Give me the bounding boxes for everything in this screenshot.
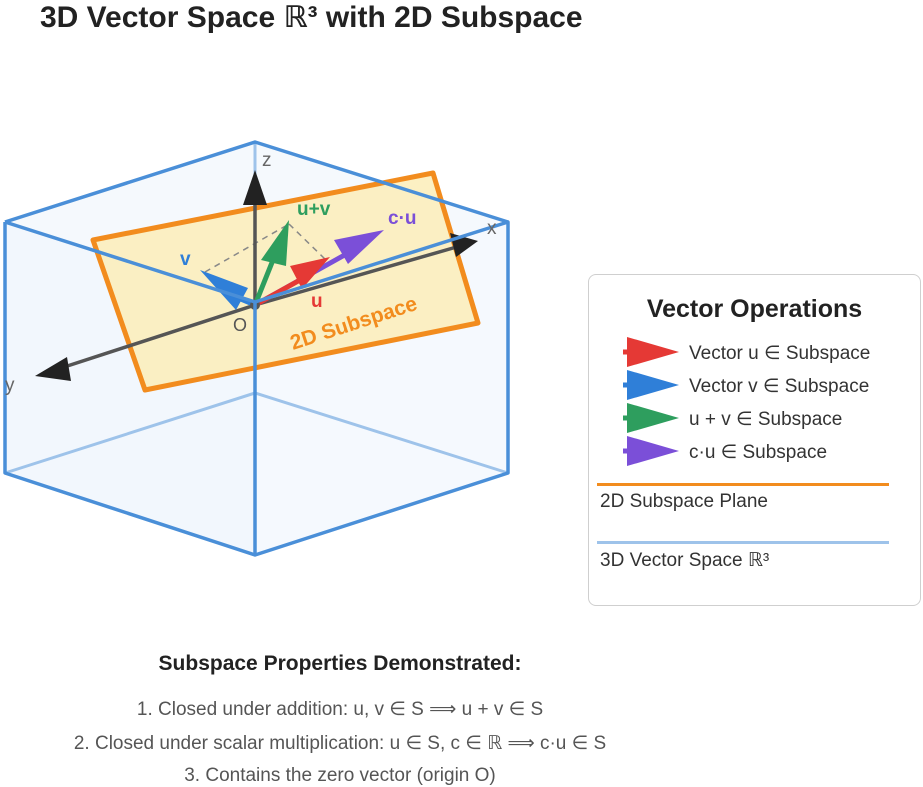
origin-label: O xyxy=(233,315,247,335)
axis-label-y: y xyxy=(5,375,15,396)
axis-label-x: x xyxy=(487,218,497,239)
property-item: 1. Closed under addition: u, v ∈ S ⟹ u +… xyxy=(136,699,544,720)
legend-space-label: 3D Vector Space ℝ³ xyxy=(600,550,770,571)
legend-panel: Vector Operations Vector u ∈ Subspace Ve… xyxy=(588,274,921,606)
properties-title: Subspace Properties Demonstrated: xyxy=(158,652,522,675)
page-title: 3D Vector Space ℝ³ with 2D Subspace xyxy=(40,1,583,34)
vector-space-diagram: z x y O v u+v c·u u 2D Subspace xyxy=(3,140,510,557)
arrow-icon xyxy=(623,337,679,367)
x-axis xyxy=(254,244,461,307)
property-item: 3. Contains the zero vector (origin O) xyxy=(184,765,496,786)
subspace-plane xyxy=(90,170,481,393)
vector-c-u-label: c·u xyxy=(388,208,417,229)
dashed-guide xyxy=(204,223,290,273)
vector-u-plus-v-shaft xyxy=(252,254,278,306)
property-item: 2. Closed under scalar multiplication: u… xyxy=(73,733,607,754)
legend-item-label: c·u ∈ Subspace xyxy=(689,442,828,463)
y-axis xyxy=(54,303,256,372)
legend-item-label: Vector u ∈ Subspace xyxy=(689,343,871,364)
dashed-guide xyxy=(288,223,329,263)
vector-u-plus-v-arrowhead xyxy=(261,220,289,266)
vector-v-arrowhead xyxy=(200,270,248,310)
arrow-icon xyxy=(623,403,679,433)
legend-plane-line xyxy=(597,483,889,486)
legend-item-u: Vector u ∈ Subspace xyxy=(589,337,919,367)
z-axis-arrowhead xyxy=(243,170,267,205)
vector-v-label: v xyxy=(180,249,191,270)
legend-item-label: u + v ∈ Subspace xyxy=(689,409,843,430)
vector-u-label: u xyxy=(311,291,323,312)
arrow-icon xyxy=(623,436,679,466)
vector-u-plus-v-label: u+v xyxy=(297,199,331,220)
legend-title: Vector Operations xyxy=(646,295,863,323)
axis-label-z: z xyxy=(262,150,272,171)
legend-plane-label: 2D Subspace Plane xyxy=(600,491,768,512)
vector-c-u-arrowhead xyxy=(334,230,384,264)
legend-item-c-u: c·u ∈ Subspace xyxy=(589,436,919,466)
box-top-back-edges xyxy=(4,140,509,224)
y-axis-arrowhead xyxy=(35,357,71,381)
legend-item-v: Vector v ∈ Subspace xyxy=(589,370,919,400)
arrow-icon xyxy=(623,370,679,400)
properties-section: Subspace Properties Demonstrated: xyxy=(0,652,680,676)
legend-item-label: Vector v ∈ Subspace xyxy=(689,376,870,397)
vector-u-arrowhead xyxy=(290,257,330,289)
legend-item-u-plus-v: u + v ∈ Subspace xyxy=(589,403,919,433)
legend-space-line xyxy=(597,541,889,544)
